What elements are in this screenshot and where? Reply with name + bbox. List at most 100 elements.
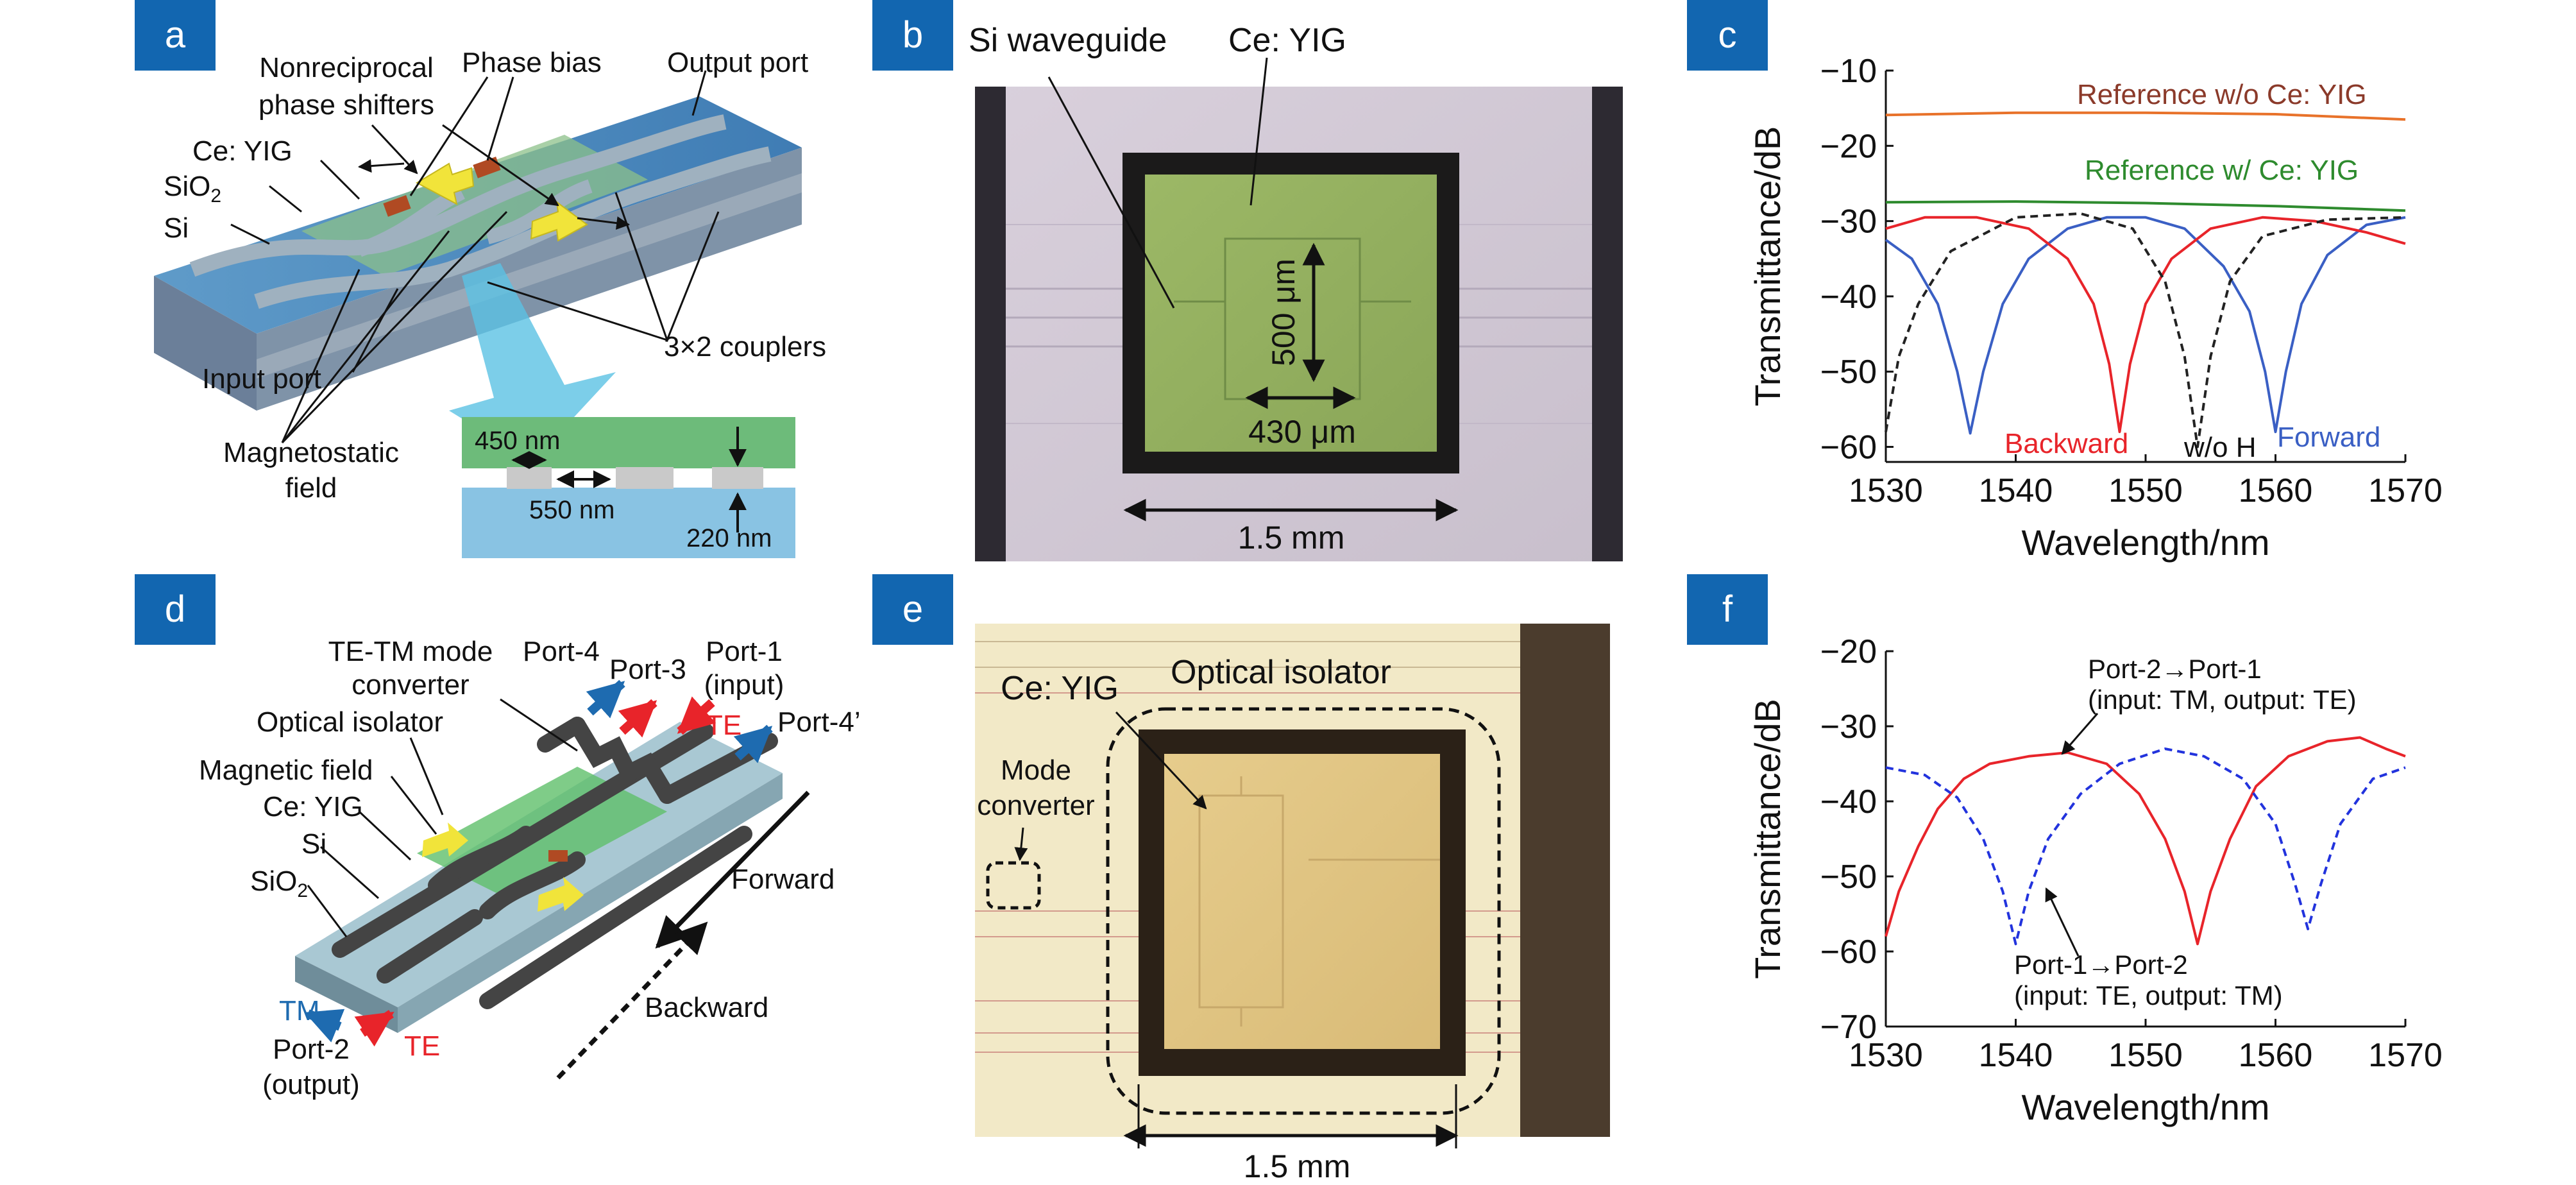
chart-f-ytick-label: −40 — [1820, 783, 1877, 821]
chart-c-xtick-label: 1540 — [1979, 472, 2053, 509]
dim-220-label: 220 nm — [686, 524, 772, 552]
chart-c-series-2 — [1885, 216, 2406, 435]
chart-c-backward-label: Backward — [2004, 428, 2128, 459]
panel-b-badge — [872, 0, 953, 71]
port2-label-1: Port-2 — [273, 1034, 350, 1065]
panel-e-badge-label: e — [902, 588, 923, 630]
chart-c-xtick-label: 1570 — [2368, 472, 2443, 509]
chart-f-ytick-label: −30 — [1820, 708, 1877, 746]
port4-label: Port-4 — [523, 636, 600, 667]
chart-f-ytick-label: −20 — [1820, 633, 1877, 670]
mode-converter-label-e1: Mode — [1001, 754, 1071, 786]
chart-c-xtick-label: 1550 — [2108, 472, 2183, 509]
panel-d-arrows — [304, 679, 810, 1080]
panel-b-badge-label: b — [902, 14, 923, 56]
panel-f-badge-label: f — [1722, 588, 1733, 630]
chart-c-xlabel: Wavelength/nm — [2022, 522, 2270, 563]
chart-f-p12-label-2: (input: TE, output: TM) — [2014, 980, 2283, 1010]
dim-15-label-b: 1.5 mm — [1238, 520, 1345, 556]
chart-f-series-0 — [1885, 736, 2406, 946]
panel-b: b Si waveguide Ce: YIG 500 μm 430 μm 1.5… — [872, 0, 1623, 561]
isolator-3d-diagram — [295, 717, 783, 1033]
chart-f-xlabel: Wavelength/nm — [2022, 1087, 2270, 1127]
dim-450-label: 450 nm — [475, 427, 560, 455]
dim-430-label: 430 μm — [1248, 414, 1356, 450]
magnetostatic-label-2: field — [285, 472, 337, 504]
si-label-a: Si — [164, 212, 189, 244]
chart-c-ytick-label: −40 — [1820, 278, 1877, 316]
phase-bias-label: Phase bias — [462, 47, 602, 78]
panel-d: d — [135, 574, 861, 1100]
panel-c: c 1530 1540 1550 1560 1570 −10 −20 −30 −40 −50 −60… — [1687, 0, 2443, 563]
optical-isolator-label-e: Optical isolator — [1171, 654, 1391, 691]
panel-a-leaders — [230, 70, 720, 444]
panel-d-badge-label: d — [165, 588, 185, 630]
port3-label: Port-3 — [609, 654, 686, 685]
chart-c-series-3 — [1885, 216, 2406, 434]
chart-f-ytick-label: −60 — [1820, 934, 1877, 971]
magnetic-field-label: Magnetic field — [199, 754, 373, 786]
chart-f-xtick-label: 1560 — [2239, 1037, 2313, 1074]
panel-e-badge — [872, 574, 953, 645]
mode-converter-label-e2: converter — [977, 790, 1094, 821]
micrograph-b — [975, 57, 1623, 561]
chart-c-woh-label: w/o H — [2183, 432, 2256, 463]
te-top-label: TE — [706, 710, 741, 741]
port1-label-2: (input) — [704, 669, 784, 701]
chart-c-xtick-label: 1560 — [2239, 472, 2313, 509]
port2-label-2: (output) — [262, 1069, 360, 1100]
chart-c-forward-label: Forward — [2277, 422, 2380, 453]
dim-500-label: 500 μm — [1266, 259, 1301, 366]
chart-c-ytick-label: −20 — [1820, 128, 1877, 165]
chart-f-pointer-top — [2061, 713, 2099, 755]
dim-15-label-e: 1.5 mm — [1244, 1148, 1351, 1184]
chart-c-series-0 — [1885, 111, 2406, 121]
backward-label-d: Backward — [645, 992, 768, 1023]
panel-a-badge-label: a — [165, 14, 186, 56]
ce-yig-label-d: Ce: YIG — [263, 791, 363, 823]
tm-bottom-label: TM — [279, 995, 320, 1027]
nonreciprocal-label-2: phase shifters — [258, 89, 434, 121]
si-waveguide-label: Si waveguide — [969, 22, 1167, 59]
ce-yig-label-e: Ce: YIG — [1001, 670, 1119, 707]
chart-c-ytick-label: −60 — [1820, 429, 1877, 466]
couplers-label: 3×2 couplers — [664, 331, 826, 362]
chart-f-p21-label-2: (input: TM, output: TE) — [2088, 685, 2357, 715]
output-port-label: Output port — [667, 47, 808, 78]
panel-f-badge — [1687, 574, 1768, 645]
ce-yig-label-a: Ce: YIG — [192, 135, 292, 167]
micrograph-e — [975, 624, 1610, 1148]
nonreciprocal-label-1: Nonreciprocal — [259, 52, 433, 83]
panel-a-badge — [135, 0, 216, 71]
si-label-d: Si — [301, 828, 326, 860]
input-port-label: Input port — [202, 363, 321, 395]
panel-d-leaders — [307, 698, 578, 937]
dim-550-label: 550 nm — [529, 496, 614, 524]
panel-c-badge — [1687, 0, 1768, 71]
chart-f-xtick-label: 1530 — [1849, 1037, 1923, 1074]
chart-f-xtick-label: 1550 — [2108, 1037, 2183, 1074]
optical-isolator-label-d: Optical isolator — [257, 706, 443, 738]
panel-e: e — [872, 574, 1610, 1184]
chart-c-xtick-label: 1530 — [1849, 472, 1923, 509]
chart-c-ytick-label: −10 — [1820, 53, 1877, 90]
sio2-label-a: SiO2 — [164, 171, 221, 207]
panel-c-badge-label: c — [1718, 14, 1737, 56]
chart-f-ytick-label: −70 — [1820, 1009, 1877, 1046]
chart-c-ref-wo-label: Reference w/o Ce: YIG — [2077, 79, 2367, 110]
chart-f-ylabel: Transmittance/dB — [1747, 699, 1788, 979]
cross-section-inset — [462, 417, 795, 558]
mode-converter-label-1: TE-TM mode — [328, 636, 493, 667]
chip-3d-diagram — [154, 96, 802, 462]
chart-c-ytick-label: −50 — [1820, 354, 1877, 391]
chart-c-series-1 — [1885, 200, 2406, 212]
chart-f-pointer-bottom — [2045, 887, 2080, 957]
chart-f-p12-label-1: Port-1→Port-2 — [2014, 950, 2188, 980]
chart-f-series-1 — [1885, 747, 2406, 946]
chart-c-ytick-label: −30 — [1820, 203, 1877, 241]
panel-d-badge — [135, 574, 216, 645]
sio2-label-d: SiO2 — [250, 865, 308, 901]
